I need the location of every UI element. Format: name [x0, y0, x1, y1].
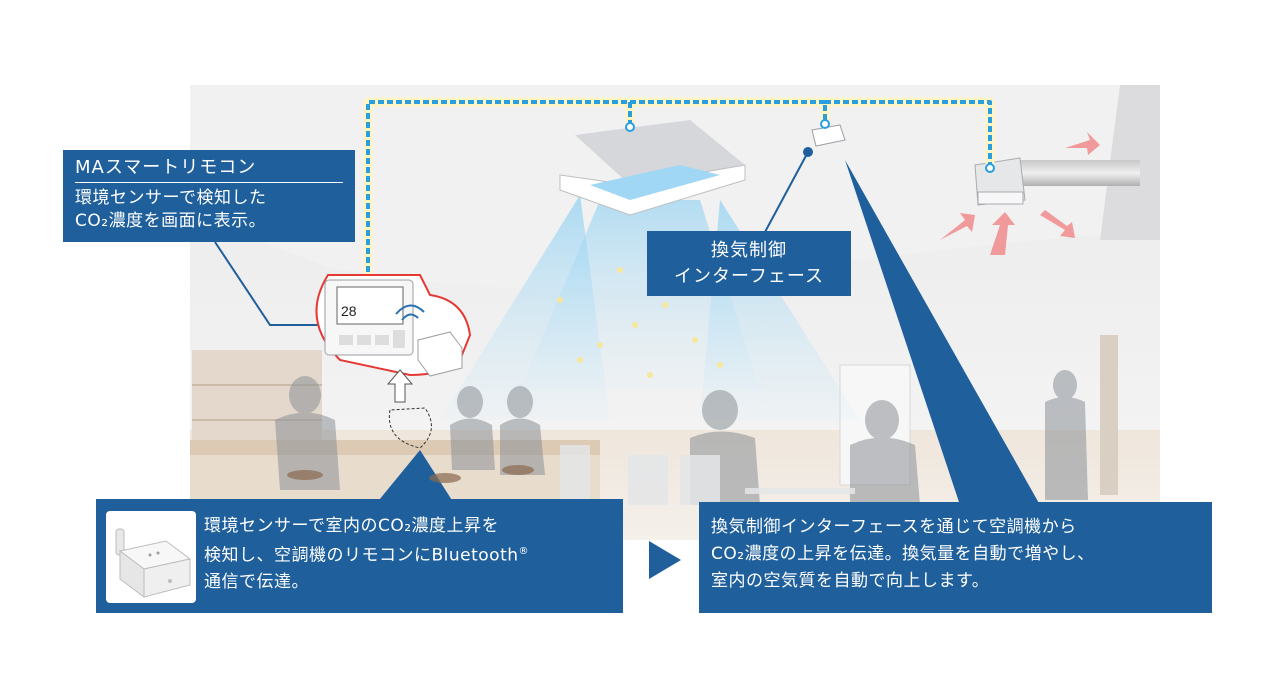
leader-line-remote — [214, 241, 323, 326]
remote-callout: MAスマートリモコン 環境センサーで検知した CO₂濃度を画面に表示。 — [63, 150, 355, 242]
ceiling-ac-unit-icon — [559, 120, 746, 216]
airflow-arrows — [940, 132, 1100, 255]
control-callout-text: 換気制御インターフェースを通じて空調機から CO₂濃度の上昇を伝達。換気量を自動… — [711, 514, 1095, 595]
sensor-callout-line1: 環境センサーで室内のCO₂濃度上昇を — [204, 516, 500, 536]
bar-stools — [287, 465, 534, 483]
interface-callout-line2: インターフェース — [673, 266, 825, 287]
interface-callout-line1: 換気制御 — [711, 240, 787, 261]
interface-callout: 換気制御 インターフェース — [647, 231, 851, 296]
pointer-wedge-sensor — [375, 450, 455, 505]
sensor-callout-line2: 検知し、空調機のリモコンにBluetooth® — [204, 539, 529, 569]
detail-callout-outline — [388, 407, 432, 449]
sensor-callout-line3: 通信で伝達。 — [204, 571, 309, 592]
interface-box-icon — [811, 124, 846, 147]
remote-callout-title: MAスマートリモコン — [75, 156, 343, 183]
registered-mark: ® — [518, 546, 530, 557]
sensor-callout-text: 環境センサーで室内のCO₂濃度上昇を 検知し、空調機のリモコンにBluetoot… — [204, 513, 529, 595]
remote-temperature: 28 — [341, 303, 357, 319]
sparkles — [557, 267, 723, 378]
control-callout-line3: 室内の空気質を自動で向上します。 — [711, 571, 990, 591]
pointer-wedge-control — [845, 160, 1040, 505]
door — [1100, 335, 1118, 495]
sensor-callout-line2-text: 検知し、空調機のリモコンにBluetooth — [204, 545, 519, 566]
control-callout: 換気制御インターフェースを通じて空調機から CO₂濃度の上昇を伝達。換気量を自動… — [699, 502, 1212, 613]
sensor-callout: 環境センサーで室内のCO₂濃度上昇を 検知し、空調機のリモコンにBluetoot… — [96, 499, 623, 613]
remote-controller-icon: 28 — [324, 279, 414, 356]
sensor-device-icon — [106, 511, 196, 603]
arrow-right-icon — [649, 541, 681, 579]
remote-callout-line1: 環境センサーで検知した — [75, 188, 267, 208]
arrow-up-icon — [386, 369, 414, 403]
furniture — [560, 445, 855, 505]
control-callout-line1: 換気制御インターフェースを通じて空調機から — [711, 517, 1077, 537]
control-callout-line2: CO₂濃度の上昇を伝達。換気量を自動で増やし、 — [711, 544, 1095, 564]
leader-line-interface — [764, 151, 809, 233]
remote-callout-line2: CO₂濃度を画面に表示。 — [75, 211, 267, 231]
sensor-device-small-icon — [395, 304, 463, 377]
